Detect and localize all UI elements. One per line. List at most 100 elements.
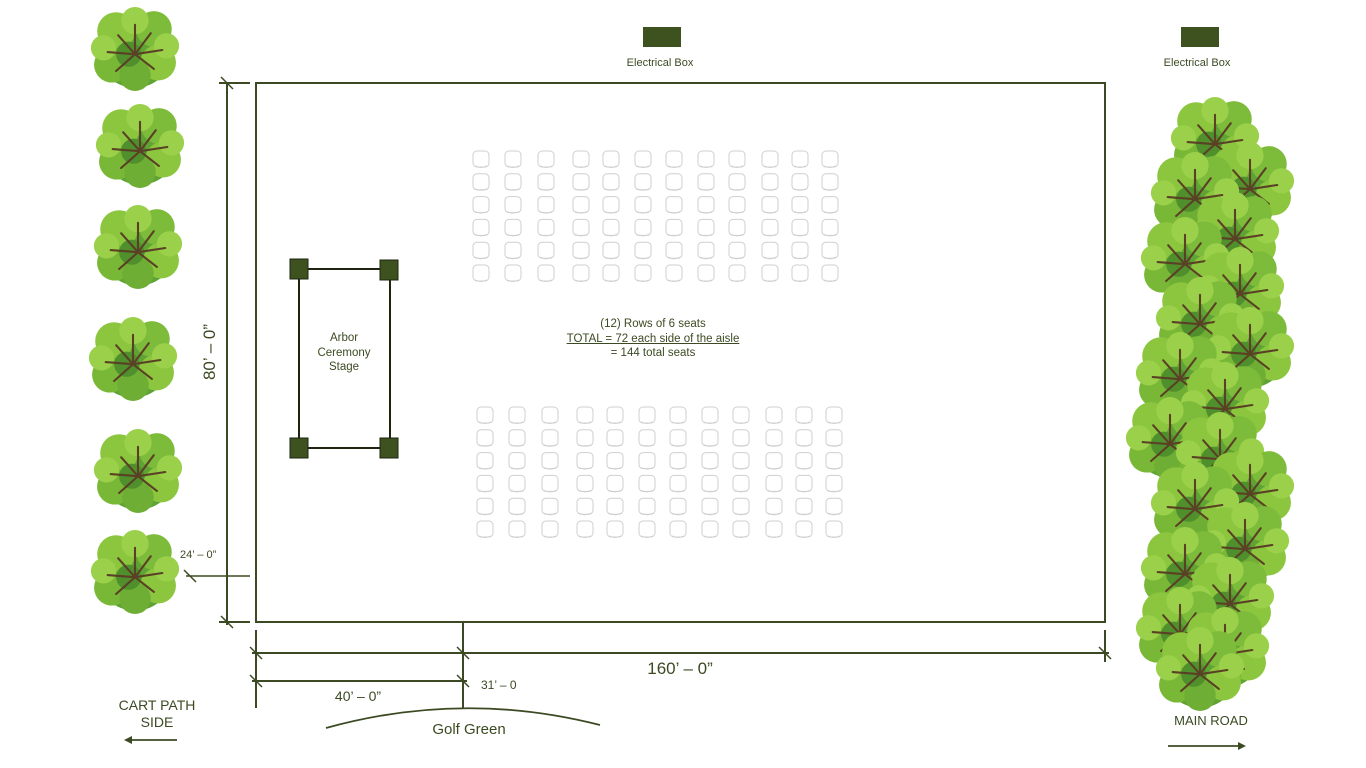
chair-icon xyxy=(572,196,590,214)
width-dimension-label: 160’ – 0” xyxy=(647,659,713,678)
chair-icon xyxy=(572,173,590,191)
arrow-left-icon xyxy=(124,736,177,744)
chair-icon xyxy=(795,520,813,538)
chair-icon xyxy=(504,241,522,260)
chair-icon xyxy=(697,264,715,282)
chair-icon xyxy=(602,218,620,237)
chair-icon xyxy=(701,429,719,447)
chair-icon xyxy=(508,474,526,493)
electrical-box-label: Electrical Box xyxy=(626,57,694,69)
chair-icon xyxy=(472,173,490,191)
chair-icon xyxy=(765,497,783,516)
chair-icon xyxy=(732,474,750,493)
tree-icon xyxy=(87,315,179,403)
chair-icon xyxy=(541,452,559,470)
venue-boundary xyxy=(255,82,1106,623)
chair-icon xyxy=(634,173,652,191)
chair-icon xyxy=(634,241,652,260)
chair-icon xyxy=(669,497,687,516)
stage-post xyxy=(289,437,309,459)
chair-icon xyxy=(476,452,494,470)
chair-icon xyxy=(638,452,656,470)
chair-icon xyxy=(576,429,594,447)
chair-icon xyxy=(697,241,715,260)
chair-icon xyxy=(669,474,687,493)
chair-icon xyxy=(572,150,590,168)
chair-icon xyxy=(791,264,809,282)
chair-icon xyxy=(508,452,526,470)
chair-icon xyxy=(795,497,813,516)
chair-icon xyxy=(472,150,490,168)
chair-icon xyxy=(476,406,494,424)
chair-icon xyxy=(638,520,656,538)
chair-icon xyxy=(732,520,750,538)
chair-icon xyxy=(602,196,620,214)
chair-icon xyxy=(634,150,652,168)
chair-icon xyxy=(504,218,522,237)
chair-icon xyxy=(634,218,652,237)
chair-icon xyxy=(728,196,746,214)
chair-icon xyxy=(665,264,683,282)
tree-icon xyxy=(94,102,186,189)
left-tree-column xyxy=(87,5,186,616)
chair-icon xyxy=(508,497,526,516)
golf-green-label: Golf Green xyxy=(432,721,506,738)
chair-icon xyxy=(728,173,746,191)
chair-icon xyxy=(728,241,746,260)
chair-icon xyxy=(576,452,594,470)
chair-icon xyxy=(791,173,809,191)
chair-icon xyxy=(537,150,555,168)
tree-icon xyxy=(92,203,184,291)
chair-icon xyxy=(791,196,809,214)
chair-icon xyxy=(602,173,620,191)
chair-icon xyxy=(697,218,715,237)
chair-icon xyxy=(602,264,620,282)
chair-icon xyxy=(669,429,687,447)
chair-icon xyxy=(602,241,620,260)
chair-icon xyxy=(476,497,494,516)
chair-icon xyxy=(638,429,656,447)
chair-icon xyxy=(825,520,843,538)
chair-icon xyxy=(572,218,590,237)
chair-icon xyxy=(537,264,555,282)
green-offset-dimension xyxy=(249,622,470,708)
chair-icon xyxy=(701,452,719,470)
chair-icon xyxy=(606,429,624,447)
golf-green-arc xyxy=(325,707,601,729)
chair-icon xyxy=(665,241,683,260)
green-offset-label: 40’ – 0” xyxy=(334,688,382,704)
offset-dimension-label: 24’ – 0” xyxy=(180,549,217,561)
electrical-box-label: Electrical Box xyxy=(1163,57,1231,69)
chair-icon xyxy=(701,406,719,424)
chair-icon xyxy=(537,241,555,260)
chair-icon xyxy=(765,406,783,424)
chair-icon xyxy=(634,264,652,282)
chair-icon xyxy=(795,406,813,424)
chair-icon xyxy=(472,241,490,260)
chair-icon xyxy=(791,218,809,237)
electrical-box-right xyxy=(1181,27,1219,47)
chair-icon xyxy=(761,218,779,237)
green-width-label: 31’ – 0 xyxy=(481,678,517,692)
chair-icon xyxy=(697,196,715,214)
chair-icon xyxy=(504,264,522,282)
chair-icon xyxy=(791,241,809,260)
chair-icon xyxy=(825,497,843,516)
chair-icon xyxy=(638,497,656,516)
chair-icon xyxy=(541,520,559,538)
chair-icon xyxy=(765,452,783,470)
chair-icon xyxy=(472,196,490,214)
height-dimension xyxy=(219,76,250,629)
chair-icon xyxy=(606,406,624,424)
chair-icon xyxy=(606,497,624,516)
chair-icon xyxy=(669,520,687,538)
chair-icon xyxy=(572,241,590,260)
chair-icon xyxy=(728,218,746,237)
chair-icon xyxy=(665,173,683,191)
chair-icon xyxy=(795,474,813,493)
electrical-box-center xyxy=(643,27,681,47)
chair-icon xyxy=(825,429,843,447)
chair-icon xyxy=(537,196,555,214)
seating-note-rows: (12) Rows of 6 seats xyxy=(600,318,706,330)
